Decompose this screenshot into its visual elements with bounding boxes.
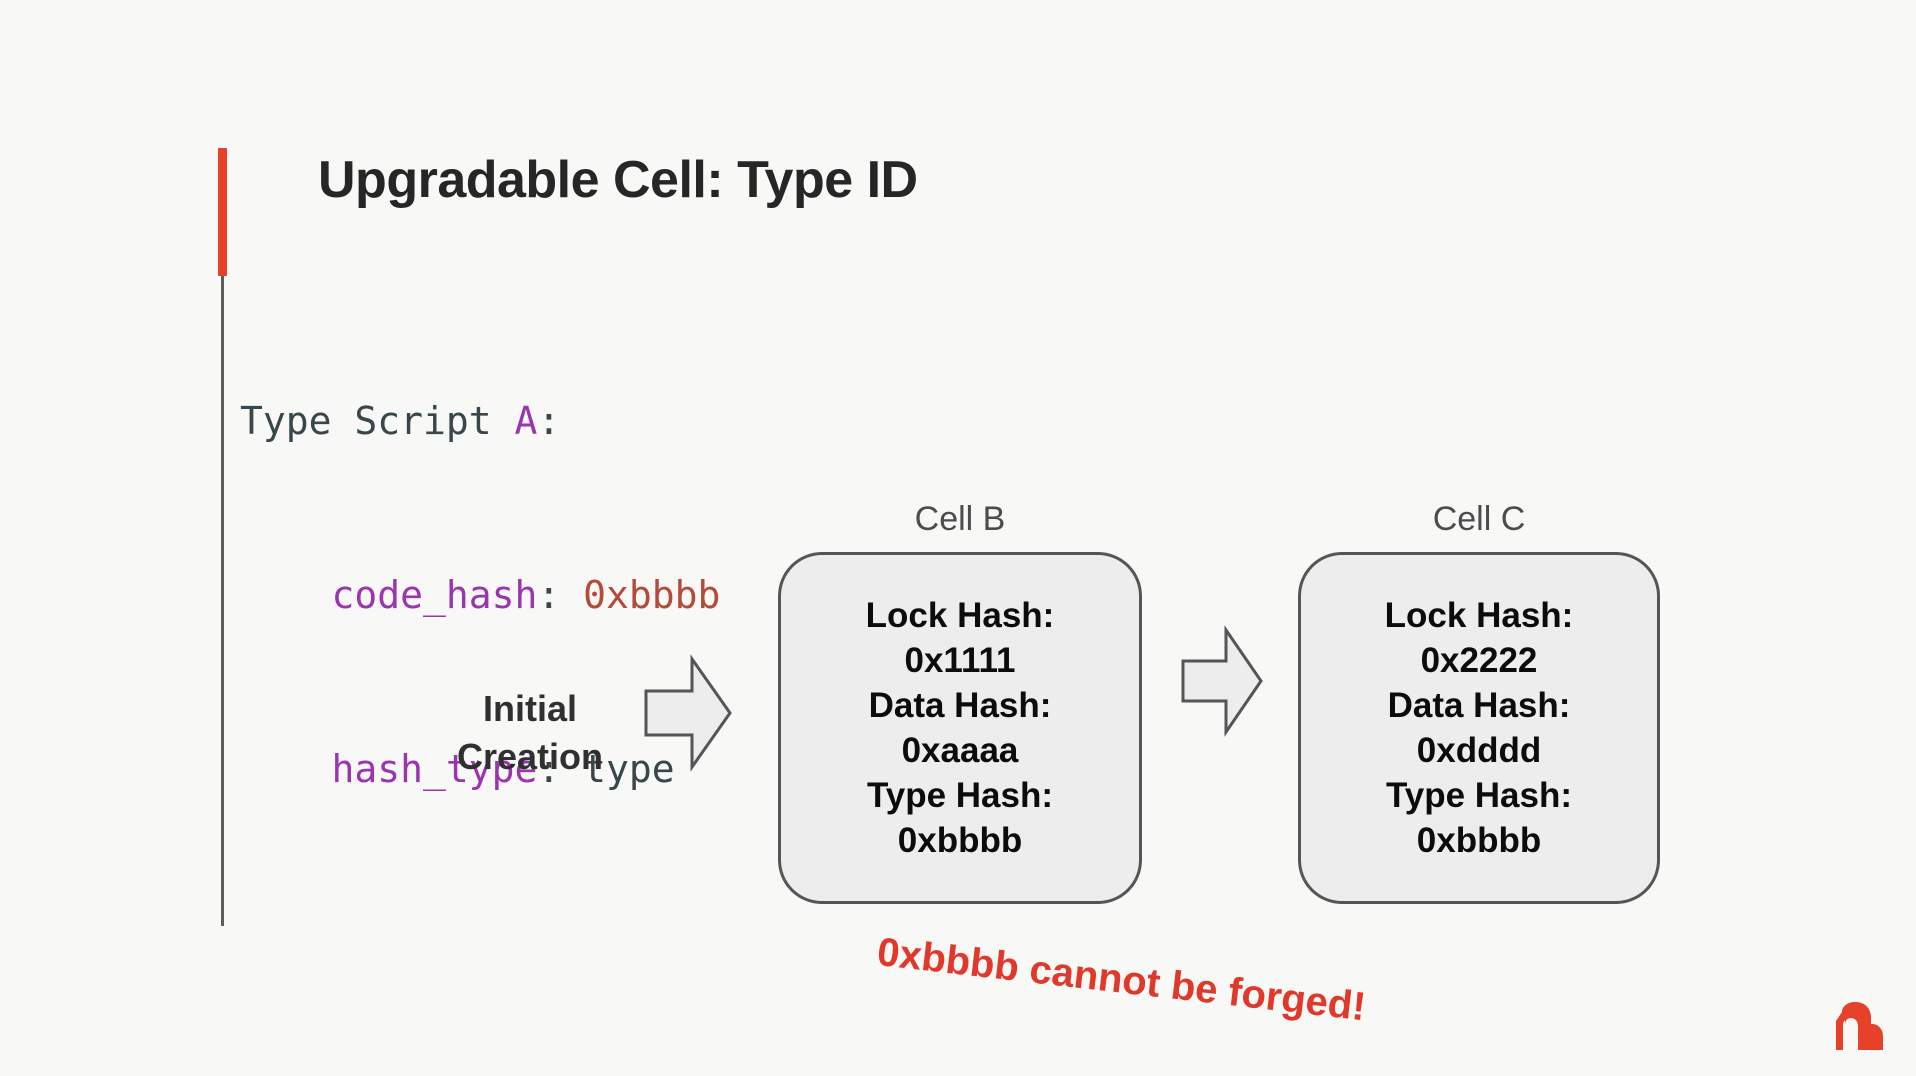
code-token-value-hash-type: type — [583, 747, 675, 791]
initial-creation-line-1: Initial — [482, 688, 577, 729]
code-token-key-hash-type: hash_type — [331, 747, 538, 791]
code-line-2: code_hash: 0xbbbb — [240, 566, 721, 624]
warning-text: 0xbbbb cannot be forged! — [875, 930, 1368, 1030]
code-token-key-code-hash: code_hash — [331, 573, 538, 617]
code-token-punct: : — [537, 573, 584, 617]
cell-c-data-hash-label: Data Hash: — [1387, 686, 1571, 725]
nervos-gorilla-logo — [1836, 1000, 1892, 1056]
code-token-punct: : — [537, 747, 584, 791]
cell-b-data-hash-label: Data Hash: — [868, 686, 1052, 725]
cell-b-type-hash-value: 0xbbbb — [897, 821, 1023, 860]
code-token-punct: : — [537, 399, 561, 443]
code-token-script-name: A — [514, 399, 538, 443]
accent-bar — [218, 148, 227, 276]
cell-c-label: Cell C — [1432, 500, 1526, 538]
cell-c-data-hash-value: 0xdddd — [1416, 731, 1542, 770]
cell-b-data-hash-value: 0xaaaa — [901, 731, 1019, 770]
arrow-initial-creation-to-cell-b-icon — [642, 653, 734, 778]
code-line-1: Type Script A: — [240, 392, 720, 450]
cell-b-label: Cell B — [914, 500, 1006, 538]
cell-c-box: Lock Hash: 0x2222 Data Hash: 0xdddd Type… — [1298, 552, 1660, 904]
cell-b-type-hash-label: Type Hash: — [866, 776, 1054, 815]
code-block: Type Script A: code_hash: 0xbbbb hash_ty… — [240, 276, 720, 914]
cell-b-lock-hash-label: Lock Hash: — [865, 596, 1055, 635]
cell-b-box: Lock Hash: 0x1111 Data Hash: 0xaaaa Type… — [778, 552, 1142, 904]
cell-c-type-hash-value: 0xbbbb — [1416, 821, 1542, 860]
vertical-divider-line — [221, 276, 224, 926]
initial-creation-line-2: Creation — [456, 736, 604, 777]
cell-c-lock-hash-value: 0x2222 — [1420, 641, 1538, 680]
arrow-cell-b-to-cell-c-icon — [1180, 625, 1264, 742]
page-title: Upgradable Cell: Type ID — [318, 151, 918, 209]
code-token-plain: Type Script — [240, 399, 515, 443]
initial-creation-label: Initial Creation — [405, 685, 655, 781]
cell-c-type-hash-label: Type Hash: — [1385, 776, 1573, 815]
cell-b-lock-hash-value: 0x1111 — [904, 641, 1016, 680]
code-line-3: hash_type: type — [240, 740, 720, 798]
code-token-value-code-hash: 0xbbbb — [583, 573, 721, 617]
cell-c-lock-hash-label: Lock Hash: — [1384, 596, 1574, 635]
